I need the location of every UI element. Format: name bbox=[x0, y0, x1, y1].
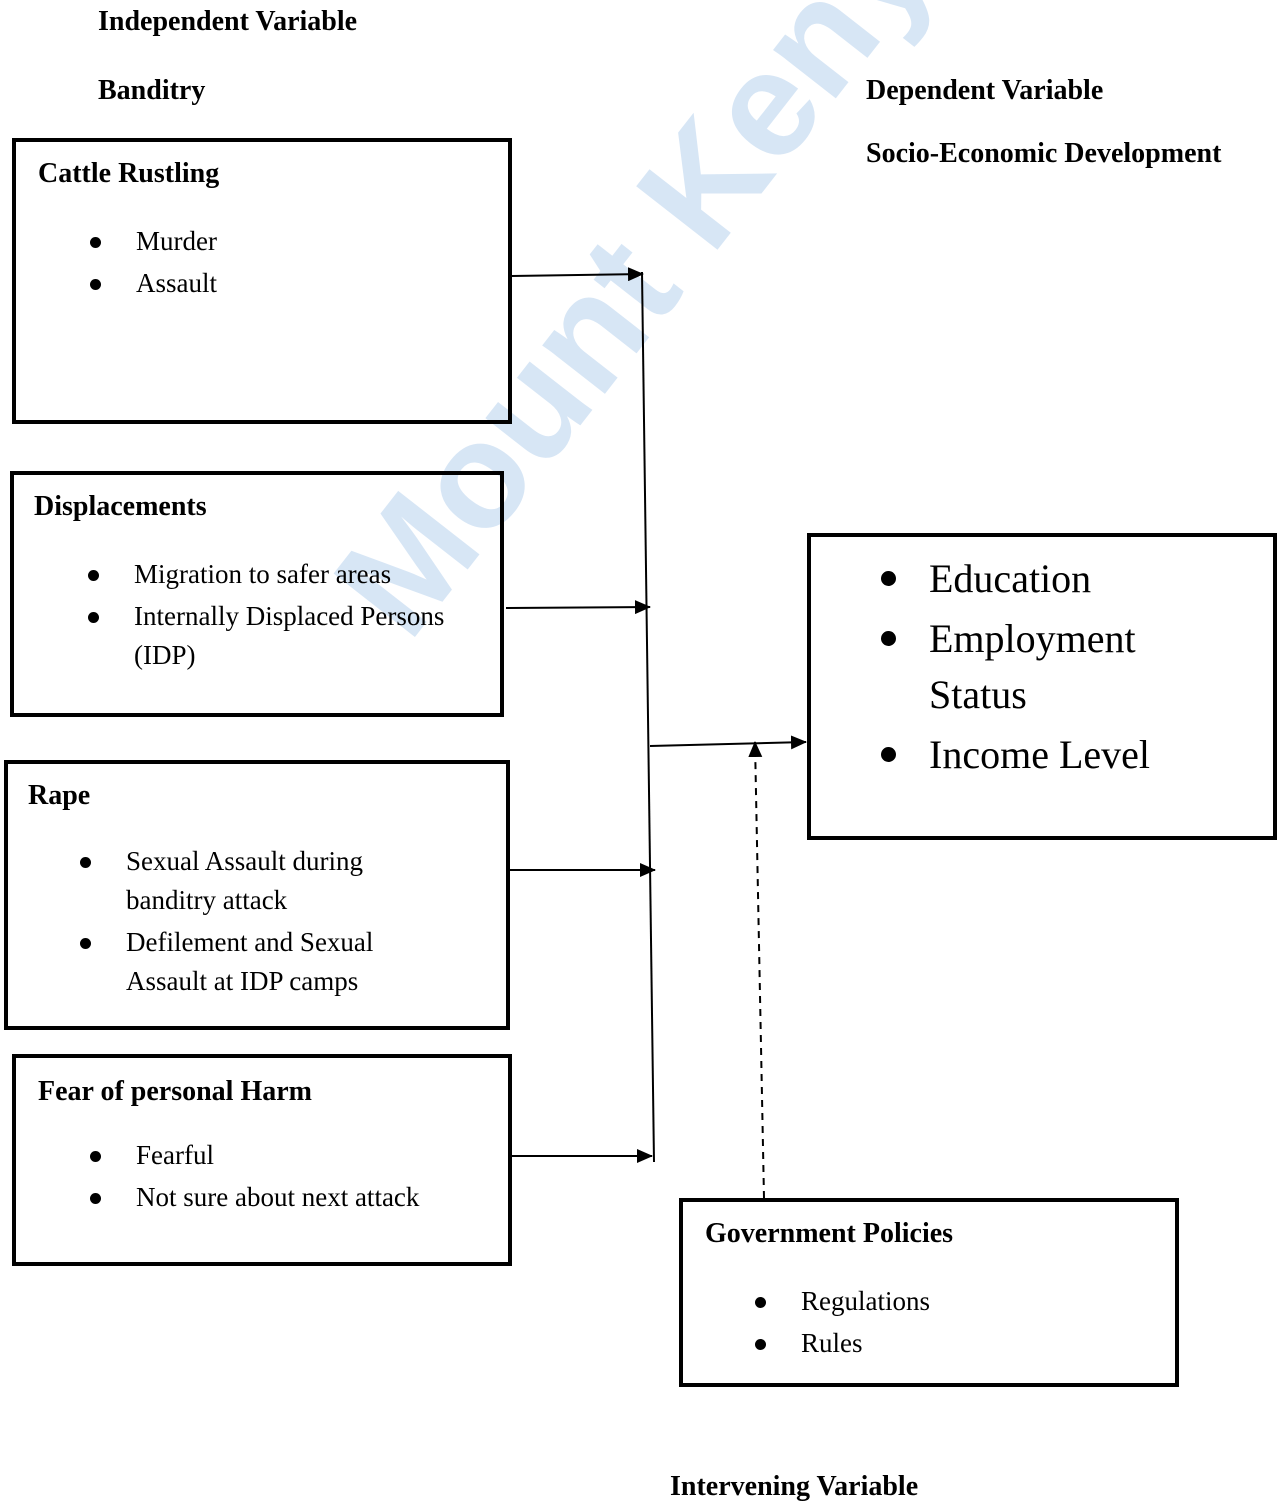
rape-box: Rape Sexual Assault during banditry atta… bbox=[4, 760, 510, 1030]
displacements-arrow bbox=[505, 600, 651, 615]
cattle-rustling-list: Murder Assault bbox=[86, 222, 486, 306]
cattle-rustling-box: Cattle Rustling Murder Assault bbox=[12, 138, 512, 424]
list-item: Fearful bbox=[86, 1136, 506, 1175]
list-item: Education bbox=[881, 551, 1231, 607]
list-item: Murder bbox=[86, 222, 486, 261]
displacements-box: Displacements Migration to safer areas I… bbox=[10, 471, 504, 717]
list-item: Internally Displaced Persons (IDP) bbox=[84, 597, 494, 675]
fear-of-harm-list: Fearful Not sure about next attack bbox=[86, 1136, 506, 1220]
government-policies-box: Government Policies Regulations Rules bbox=[679, 1198, 1179, 1387]
displacements-title: Displacements bbox=[34, 491, 207, 522]
cattle-arrow bbox=[511, 267, 644, 282]
rape-title: Rape bbox=[28, 780, 91, 811]
list-item: Assault bbox=[86, 264, 486, 303]
list-item: Sexual Assault during banditry attack bbox=[76, 842, 406, 920]
independent-variable-heading: Independent Variable bbox=[98, 6, 358, 37]
socio-economic-heading: Socio-Economic Development bbox=[866, 138, 1222, 169]
government-policies-list: Regulations Rules bbox=[751, 1282, 1131, 1366]
list-item: Migration to safer areas bbox=[84, 555, 494, 594]
fear-of-harm-box: Fear of personal Harm Fearful Not sure a… bbox=[12, 1054, 512, 1266]
dependent-variable-list: Education Employment Status Income Level bbox=[881, 551, 1231, 787]
list-item: Not sure about next attack bbox=[86, 1178, 506, 1217]
government-policies-title: Government Policies bbox=[705, 1218, 954, 1249]
intervening-dashed-arrow bbox=[748, 741, 765, 1199]
list-item: Rules bbox=[751, 1324, 1131, 1363]
list-item: Defilement and Sexual Assault at IDP cam… bbox=[76, 923, 406, 1001]
fear-of-harm-title: Fear of personal Harm bbox=[38, 1076, 312, 1107]
cattle-rustling-title: Cattle Rustling bbox=[38, 158, 220, 189]
dependent-variable-box: Education Employment Status Income Level bbox=[807, 533, 1277, 840]
dependent-arrow bbox=[649, 735, 807, 750]
dependent-variable-heading: Dependent Variable bbox=[866, 75, 1104, 106]
collector-line bbox=[641, 271, 655, 1163]
list-item: Employment Status bbox=[881, 611, 1231, 723]
banditry-heading: Banditry bbox=[98, 75, 206, 106]
rape-list: Sexual Assault during banditry attack De… bbox=[76, 842, 406, 1005]
list-item: Income Level bbox=[881, 727, 1231, 783]
list-item: Regulations bbox=[751, 1282, 1131, 1321]
displacements-list: Migration to safer areas Internally Disp… bbox=[84, 555, 494, 678]
intervening-variable-heading: Intervening Variable bbox=[670, 1471, 919, 1502]
